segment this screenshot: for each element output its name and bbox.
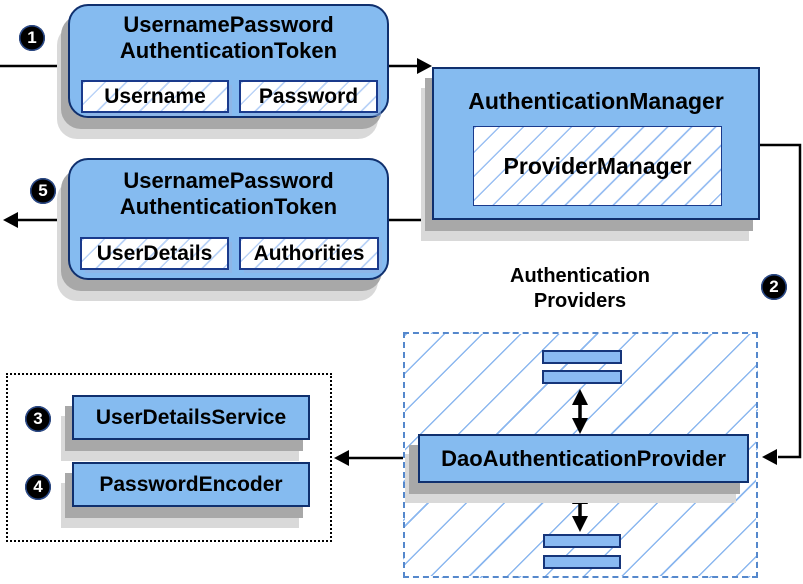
password-encoder-box: PasswordEncoder (72, 462, 310, 507)
token-out-title-line2: AuthenticationToken (119, 194, 338, 219)
token-out-title-line1: UsernamePassword (123, 168, 334, 193)
token-out-authorities-field: Authorities (239, 237, 379, 270)
token-in-title-line1: UsernamePassword (123, 12, 334, 37)
providers-label: Authentication Providers (460, 264, 700, 314)
step-badge-2: 2 (761, 274, 787, 300)
step-badge-4: 4 (25, 474, 51, 500)
step-badge-1: 1 (19, 25, 45, 51)
step-badge-5: 5 (30, 178, 56, 204)
provider-slot-bar-top-2 (542, 370, 622, 384)
token-in-password-field: Password (239, 80, 378, 113)
arrow-step2-head (762, 449, 777, 465)
arrow-step2-line (760, 143, 802, 459)
arrow-step1-head (417, 58, 432, 74)
user-details-service-box: UserDetailsService (72, 395, 310, 440)
token-in-title-line2: AuthenticationToken (119, 38, 338, 63)
token-in-title: UsernamePassword AuthenticationToken (70, 12, 387, 64)
provider-slot-bar-bottom-2 (543, 555, 621, 569)
authentication-manager-box: AuthenticationManager ProviderManager (432, 67, 760, 220)
authentication-manager-title: AuthenticationManager (468, 87, 724, 114)
arrow-step5-head (3, 212, 18, 228)
token-out-title: UsernamePassword AuthenticationToken (70, 168, 387, 220)
dao-authentication-provider-box: DaoAuthenticationProvider (418, 434, 749, 483)
provider-slot-bar-top-1 (542, 350, 622, 364)
token-out-box: UsernamePassword AuthenticationToken Use… (68, 158, 389, 280)
token-out-userdetails-field: UserDetails (80, 237, 229, 270)
token-in-username-field: Username (81, 80, 229, 113)
provider-slot-bar-bottom-1 (543, 534, 621, 548)
providers-label-line2: Providers (533, 290, 627, 312)
step-badge-3: 3 (25, 406, 51, 432)
arrow-dao-to-beans-head (334, 450, 349, 466)
providers-label-line1: Authentication (510, 265, 650, 287)
token-in-box: UsernamePassword AuthenticationToken Use… (68, 4, 389, 118)
beans-region (6, 373, 332, 542)
provider-manager-box: ProviderManager (473, 126, 722, 206)
